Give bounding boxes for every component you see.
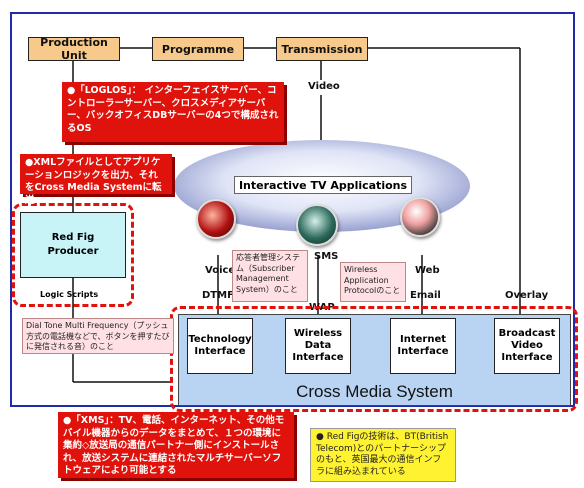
- cross-media-system-title: Cross Media System: [296, 382, 453, 401]
- red-fig-bt-note: ● Red Figの技術は、BT(British Telecom)とのパートナー…: [310, 428, 456, 482]
- cross-media-dashed-outline: [170, 306, 578, 412]
- sms-label: SMS: [314, 251, 339, 262]
- xms-callout: ●「XMS」：TV、電話、インターネット、その他モバイル機器からのデータをまとめ…: [58, 412, 294, 478]
- web-orb-image: [400, 197, 440, 237]
- interface-line: Wireless: [293, 328, 343, 339]
- voice-label: Voice: [205, 265, 236, 276]
- dtmf-note: Dial Tone Multi Frequency（プッシュ方式の電話機などで、…: [22, 318, 174, 354]
- interface-line: Internet: [399, 334, 446, 345]
- interface-line: Interface: [501, 352, 553, 363]
- loglos-callout: ●「LOGLOS」： インターフェイスサーバー、コントローラーサーバー、クロスメ…: [62, 82, 284, 142]
- transmission-box: Transmission: [276, 37, 368, 61]
- interface-line: Interface: [292, 352, 344, 363]
- producer-line2: Producer: [47, 246, 99, 257]
- programme-box: Programme: [152, 37, 244, 61]
- interface-line: Broadcast: [498, 328, 556, 339]
- transmission-label: Transmission: [281, 42, 363, 56]
- producer-dashed-outline: [12, 203, 134, 307]
- production-unit-box: Production Unit: [28, 36, 120, 62]
- programme-label: Programme: [161, 42, 235, 56]
- xml-callout: ●XMLファイルとしてアプリケーションロジックを出力、それをCross Medi…: [20, 154, 172, 206]
- interactive-tv-title: Interactive TV Applications: [234, 176, 412, 194]
- interface-line: Interface: [194, 346, 246, 357]
- overlay-label: Overlay: [505, 290, 549, 301]
- production-unit-label: Production Unit: [40, 36, 108, 62]
- web-label: Web: [415, 265, 440, 276]
- video-label: Video: [308, 81, 340, 92]
- dtmf-label: DTMF: [202, 290, 234, 301]
- logic-scripts-label: Logic Scripts: [40, 290, 99, 299]
- wap-note: Wireless Application Protocolのこと: [340, 262, 406, 302]
- red-fig-producer-box: Red Fig Producer: [20, 212, 126, 278]
- producer-line1: Red Fig: [51, 232, 95, 243]
- sms-note: 応答者管理システム（Subscriber Management System）の…: [232, 250, 308, 302]
- interface-line: Interface: [397, 346, 449, 357]
- voice-orb-image: [196, 199, 236, 239]
- sms-orb-image: [296, 204, 338, 246]
- email-label: Email: [410, 290, 441, 301]
- interface-line: Data: [304, 340, 332, 351]
- interface-line: Technology: [188, 334, 252, 345]
- interface-line: Video: [511, 340, 543, 351]
- interactive-tv-title-text: Interactive TV Applications: [238, 178, 408, 192]
